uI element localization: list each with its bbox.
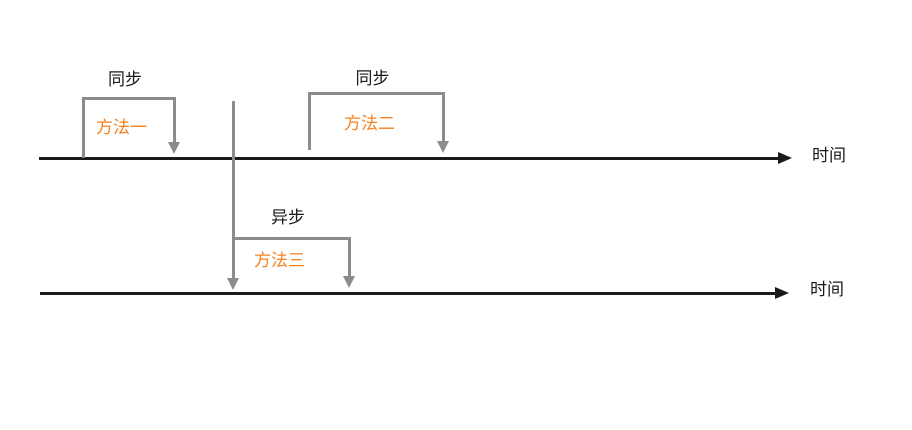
sync-bracket-1-left-leg [82,97,85,158]
async-label: 异步 [271,208,305,227]
async-bracket-arrowhead-icon [343,276,355,288]
timeline-1-line [39,157,778,160]
timeline-2-arrowhead-icon [775,287,789,299]
sync-bracket-2-left-leg [308,92,311,150]
method-one-label: 方法一 [96,118,147,137]
sync-bracket-1-arrowhead-icon [168,142,180,154]
sync-bracket-1-right-leg [173,97,176,143]
async-drop-arrowhead-icon [227,278,239,290]
sync-label-1: 同步 [108,70,142,89]
async-drop-line [232,101,235,278]
sync-bracket-2-right-leg [442,92,445,142]
sync-bracket-2-arrowhead-icon [437,141,449,153]
timeline-1-axis-label: 时间 [812,146,846,165]
timeline-2-axis-label: 时间 [810,280,844,299]
async-bracket-right-leg [348,237,351,276]
sync-label-2: 同步 [355,69,390,88]
timeline-2-line [40,292,775,295]
sync-bracket-2-top [308,92,445,95]
timeline-1-arrowhead-icon [778,152,792,164]
method-two-label: 方法二 [344,114,395,133]
method-three-label: 方法三 [254,251,305,270]
async-bracket-top [233,237,351,240]
sync-bracket-1-top [82,97,176,100]
